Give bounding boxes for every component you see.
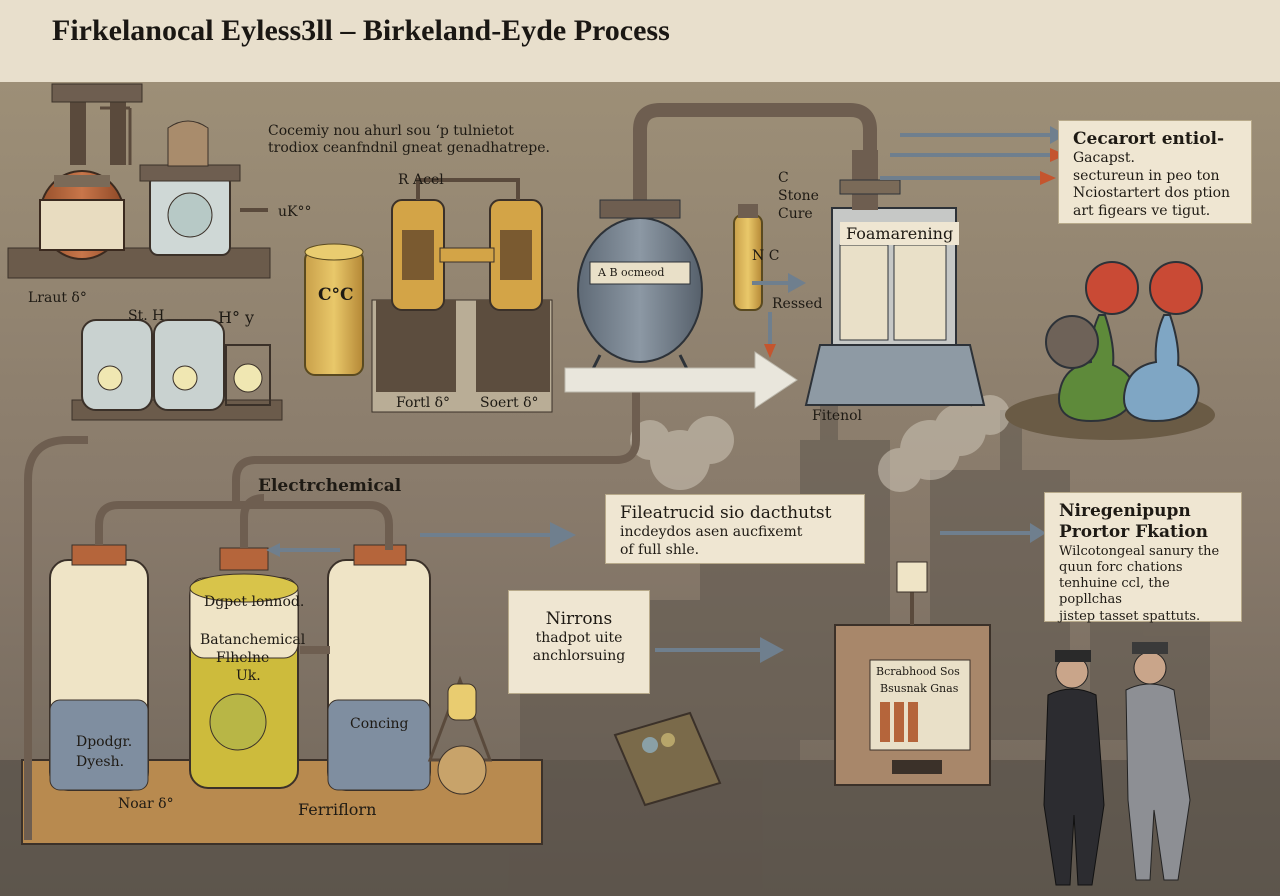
label-ferriflorn: Ferriflorn <box>298 800 376 819</box>
label-c-stone: C <box>778 170 789 187</box>
label-nc: N C <box>752 248 779 265</box>
label-c-drum: C°C <box>318 285 354 305</box>
label-dyesh: Dyesh. <box>76 754 124 771</box>
panel-lower-right-line1: Wilcotongeal sanury the <box>1059 544 1227 560</box>
label-sh: St. H <box>128 308 164 325</box>
label-batanchemical: Batanchemical <box>200 632 305 649</box>
panel-top-right-line1: sectureun in peo ton <box>1073 168 1237 186</box>
label-fortl: Fortl δ° <box>396 395 450 412</box>
label-r-acel: R Acel <box>398 172 444 189</box>
control-panel-title: Bcrabhood Sos <box>876 665 960 678</box>
label-flhelne: Flhelne <box>216 650 269 667</box>
panel-lower-right-line2: quun forc chations <box>1059 560 1227 576</box>
panel-lower-right-title: Niregenipupn <box>1059 501 1227 522</box>
panel-middle-center: Fileatrucid sio dacthutst incdeydos asen… <box>605 494 865 564</box>
control-panel-sub: Bsusnak Gnas <box>880 682 958 695</box>
intro-note-line1: Cocemiy nou ahurl sou ‘p tulnietot <box>268 123 514 140</box>
panel-nirons-line2: anchlorsuing <box>523 648 635 666</box>
panel-top-right-line3: art figears ve tigut. <box>1073 203 1237 221</box>
label-dpodgr: Dpodgr. <box>76 734 132 751</box>
panel-nirons-line1: thadpot uite <box>523 630 635 648</box>
panel-lower-right-line4: jistep tasset spattuts. <box>1059 609 1227 625</box>
panel-middle-line1: incdeydos asen aucfixemt <box>620 524 850 542</box>
label-noar: Noar δ° <box>118 796 174 813</box>
panel-top-right-line2: Nciostartert dos ption <box>1073 185 1237 203</box>
panel-middle-line2: of full shle. <box>620 542 850 560</box>
yellow-drum <box>305 244 363 375</box>
panel-lower-right-subtitle: Prortor Fkation <box>1059 522 1227 543</box>
label-uk2: Uk. <box>236 668 261 685</box>
label-stone: Stone <box>778 188 819 205</box>
label-electrochemical: Electrchemical <box>258 476 401 496</box>
page-title: Firkelanocal Eyless3ll – Birkeland-Eyde … <box>52 14 670 48</box>
panel-middle-title: Fileatrucid sio dacthutst <box>620 503 850 524</box>
panel-lower-right-line3: tenhuine ccl, the popllchas <box>1059 576 1227 609</box>
panel-nirons: Nirrons thadpot uite anchlorsuing <box>508 590 650 694</box>
label-soert: Soert δ° <box>480 395 539 412</box>
label-cure: Cure <box>778 206 813 223</box>
label-uk: uK°° <box>278 204 311 221</box>
panel-nirons-title: Nirrons <box>523 609 635 630</box>
reactor-plate: A B ocmeod <box>598 266 664 279</box>
label-foamarening: Foamarening <box>840 222 959 245</box>
label-hoy: H° y <box>218 308 254 327</box>
panel-top-right: Cecarort entiol- Gacapst. sectureun in p… <box>1058 120 1252 224</box>
label-lraut: Lraut δ° <box>28 290 87 307</box>
label-concing: Concing <box>350 716 408 733</box>
label-fitenol: Fitenol <box>812 408 862 425</box>
label-ressed: Ressed <box>772 296 822 313</box>
panel-top-right-title: Cecarort entiol- <box>1073 129 1237 150</box>
panel-top-right-subtitle: Gacapst. <box>1073 150 1237 168</box>
label-dgpet: Dgpet lonnod. <box>204 594 304 611</box>
panel-lower-right: Niregenipupn Prortor Fkation Wilcotongea… <box>1044 492 1242 622</box>
intro-note-line2: trodiox ceanfndnil gneat genadhatrepe. <box>268 140 550 157</box>
